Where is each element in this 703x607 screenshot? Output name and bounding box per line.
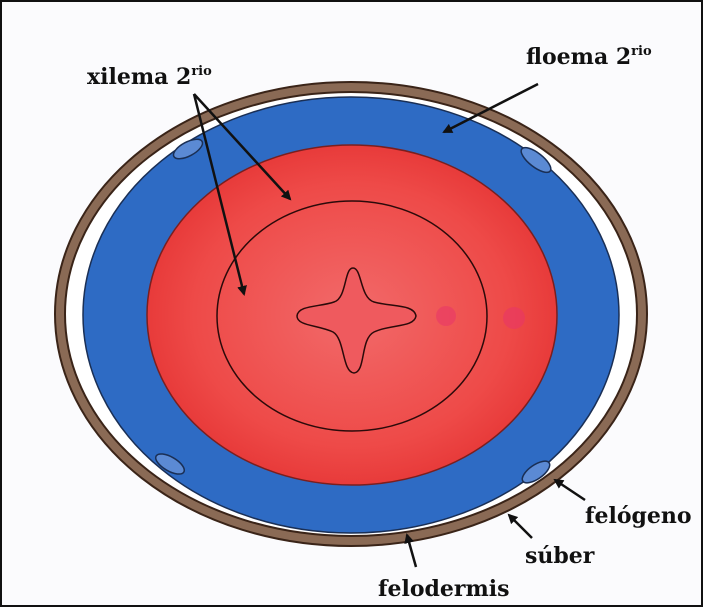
xylem-spot-3 [503, 307, 525, 329]
label-suber: súber [525, 545, 594, 567]
label-floema: floema 2rio [526, 46, 652, 68]
arrow-suber [509, 515, 532, 538]
label-felodermis: felodermis [378, 578, 509, 600]
xylem-spot-2 [436, 306, 456, 326]
label-xilema: xilema 2rio [87, 66, 212, 88]
label-felogeno: felógeno [585, 505, 692, 527]
arrow-felogeno [555, 480, 585, 500]
